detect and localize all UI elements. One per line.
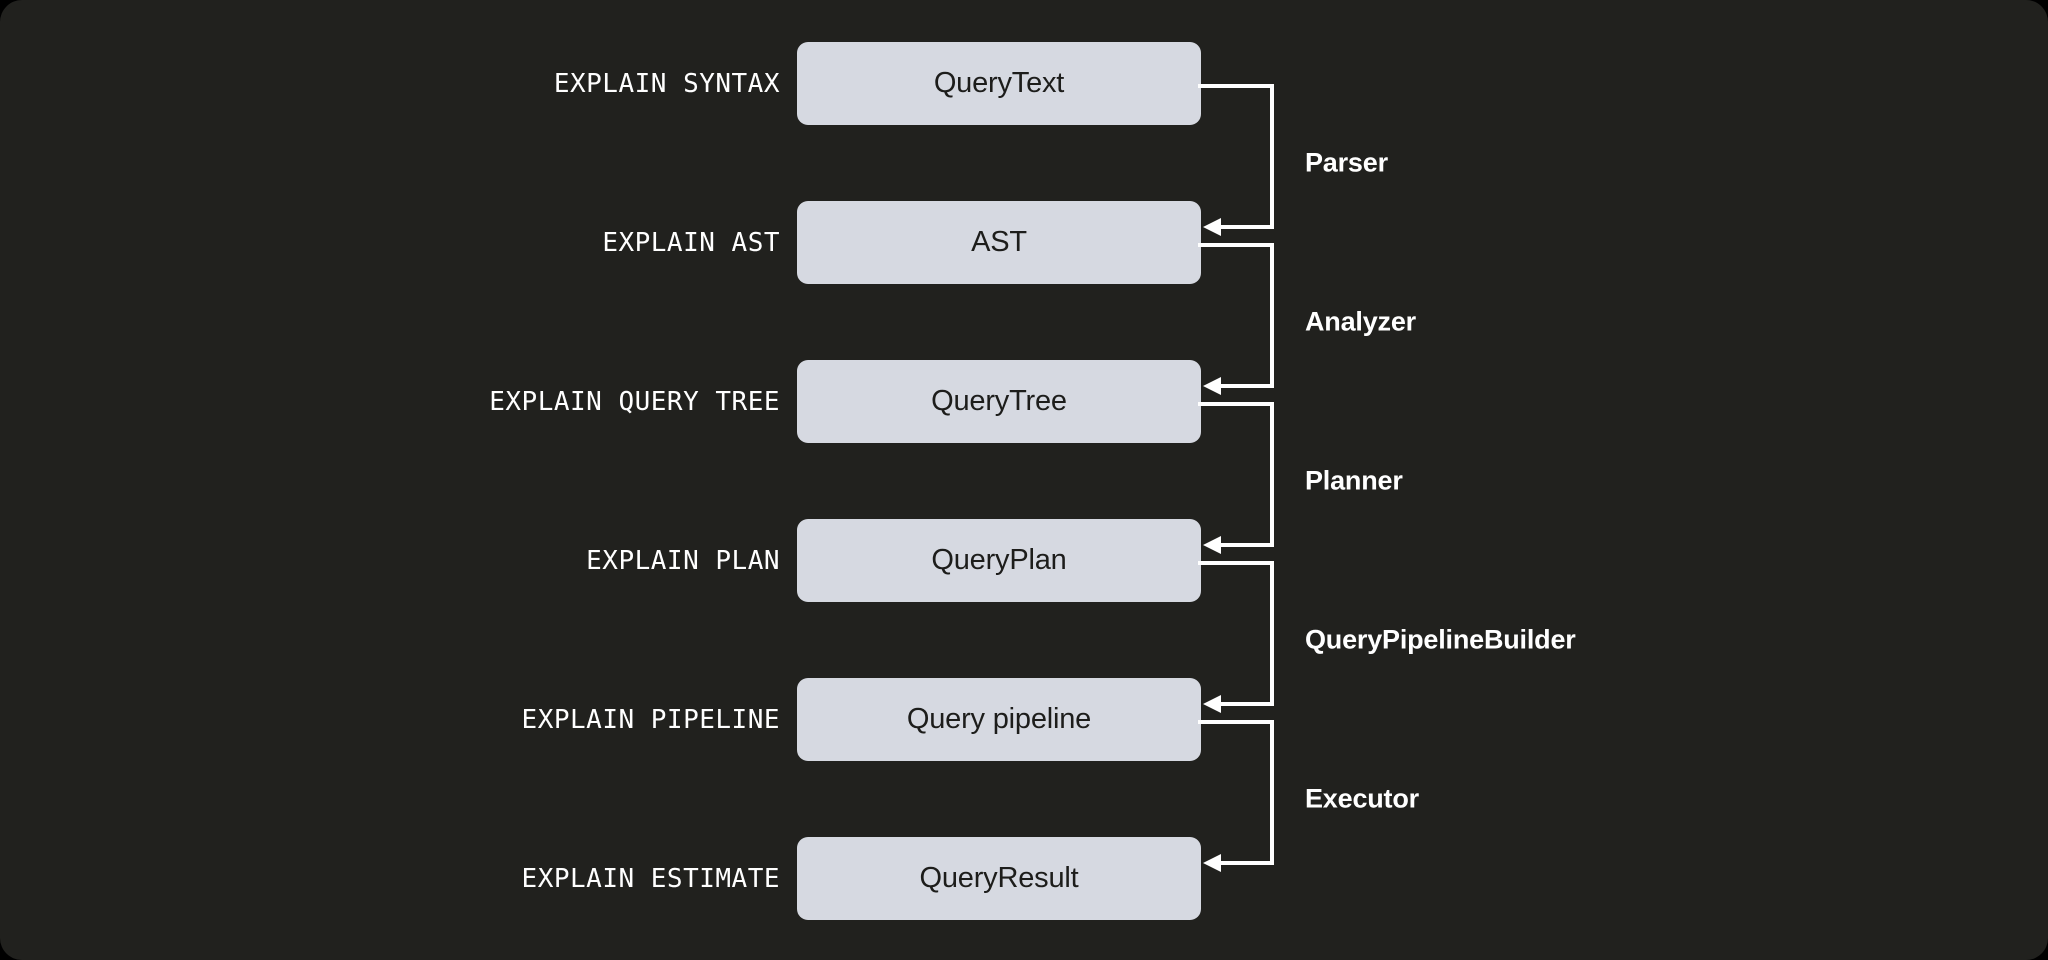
component-label-parser: Parser (1305, 147, 1388, 178)
connector-executor (1195, 678, 1285, 878)
explain-label-query-pipeline: EXPLAIN PIPELINE (521, 705, 780, 735)
explain-label-ast: EXPLAIN AST (602, 228, 780, 258)
stage-box-label: QueryResult (919, 862, 1079, 894)
connector-analyzer (1195, 201, 1285, 401)
stage-box-query-text[interactable]: QueryText (797, 42, 1201, 125)
stage-box-query-tree[interactable]: QueryTree (797, 360, 1201, 443)
stage-box-query-pipeline[interactable]: Query pipeline (797, 678, 1201, 761)
component-label-planner: Planner (1305, 465, 1403, 496)
explain-label-query-tree: EXPLAIN QUERY TREE (489, 387, 780, 417)
explain-label-query-result: EXPLAIN ESTIMATE (521, 864, 780, 894)
component-label-query-pipeline-builder: QueryPipelineBuilder (1305, 624, 1576, 655)
stage-box-label: AST (971, 226, 1027, 258)
stage-box-label: QueryText (933, 67, 1065, 99)
connector-planner (1195, 360, 1285, 560)
stage-box-label: QueryTree (931, 385, 1067, 417)
stage-box-label: QueryPlan (931, 544, 1067, 576)
connector-query-pipeline-builder (1195, 519, 1285, 719)
stage-box-label: Query pipeline (906, 703, 1092, 735)
connector-parser (1195, 42, 1285, 242)
explain-label-query-plan: EXPLAIN PLAN (586, 546, 780, 576)
component-label-analyzer: Analyzer (1305, 306, 1416, 337)
stage-box-ast[interactable]: AST (797, 201, 1201, 284)
component-label-executor: Executor (1305, 783, 1419, 814)
explain-label-query-text: EXPLAIN SYNTAX (553, 69, 780, 99)
stage-box-query-plan[interactable]: QueryPlan (797, 519, 1201, 602)
stage-box-query-result[interactable]: QueryResult (797, 837, 1201, 920)
